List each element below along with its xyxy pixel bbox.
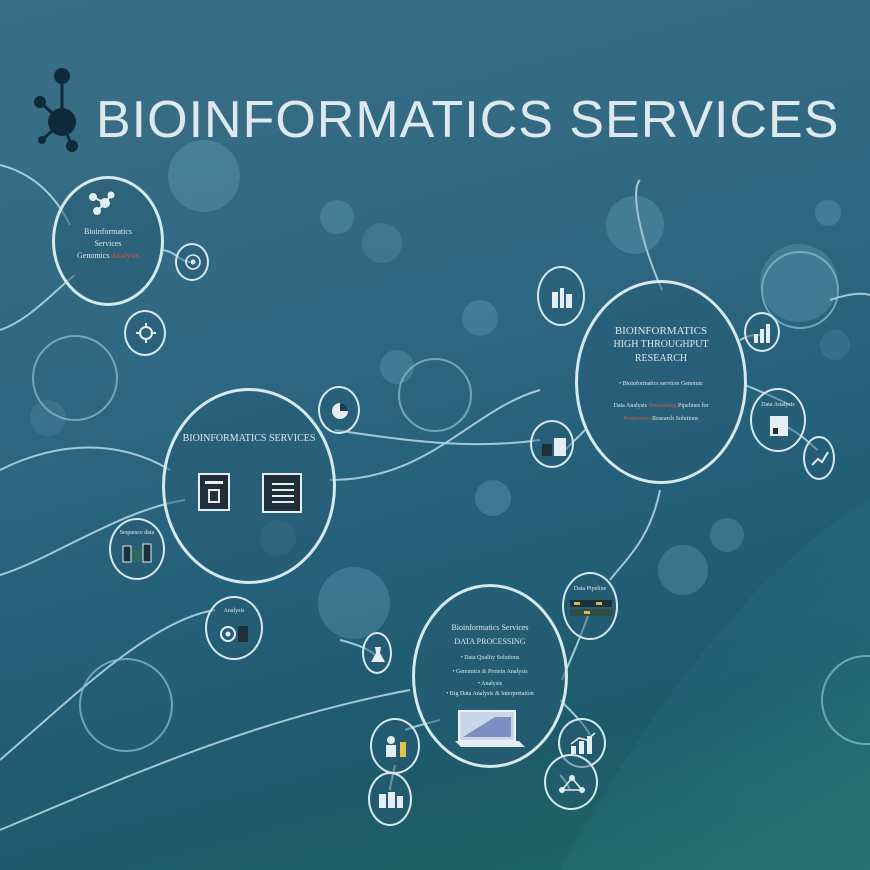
circle-bottom-bullet4: • Big Data Analysis & Interpretation <box>446 691 534 697</box>
circle-right-line1: BIOINFORMATICS <box>614 325 708 337</box>
circle-top-left-line2: Services <box>94 239 122 248</box>
soft-bubble <box>362 223 402 263</box>
laptop-screen-icon <box>455 710 525 747</box>
connector-line <box>334 429 541 446</box>
device-tiles-icon <box>542 438 566 456</box>
background-wave <box>560 500 870 870</box>
outline-bubble <box>79 658 173 752</box>
small-node-analysis[interactable]: Analysis <box>205 596 263 660</box>
small-label-right-upper: Data Analysis <box>761 402 795 408</box>
connector-line <box>609 489 661 581</box>
soft-bubble <box>760 244 838 322</box>
small-node-devices[interactable] <box>530 420 574 468</box>
small-label-bottom-right: Data Pipeline <box>573 586 607 592</box>
document-list-icon <box>262 473 302 513</box>
circle-right-bullet2: Data Analysis Sequencing Pipelines for <box>578 403 744 409</box>
small-node-sequence[interactable]: Sequence data <box>109 518 165 580</box>
document-seven-icon <box>198 473 230 511</box>
small-node-brain[interactable] <box>124 310 166 356</box>
connector-line <box>0 689 411 831</box>
network-nodes-icon <box>89 191 115 215</box>
outline-bubble <box>32 335 118 421</box>
soft-bubble <box>606 196 664 254</box>
soft-bubble <box>168 140 240 212</box>
connector-line <box>0 609 216 761</box>
small-node-workflow[interactable] <box>544 754 598 810</box>
circle-bottom-line1: Bioinformatics Services <box>451 623 529 632</box>
badge-icon <box>185 254 201 270</box>
connector-line <box>635 179 663 291</box>
circle-right[interactable]: BIOINFORMATICS HIGH THROUGHPUT RESEARCH … <box>575 280 747 484</box>
circle-right-bullet2-suffix: Pipelines for <box>678 403 709 409</box>
circle-center-left[interactable]: BIOINFORMATICS SERVICES <box>162 388 336 584</box>
soft-bubble <box>475 480 511 516</box>
small-node-trend[interactable] <box>803 436 835 480</box>
circle-right-bullet2-prefix: Data Analysis <box>613 403 648 409</box>
molecule-network-icon <box>34 68 78 152</box>
circle-top-left-line3: Genomics Analysis <box>55 251 161 260</box>
outline-bubble <box>821 655 870 745</box>
trend-icon <box>811 451 829 466</box>
small-node-lab[interactable] <box>362 632 392 674</box>
circle-right-bullet2-highlight: Sequencing <box>648 403 677 409</box>
workflow-icon <box>559 775 585 793</box>
circle-right-bullet3-suffix: Research Solutions <box>652 416 699 422</box>
circle-top-left[interactable]: Bioinformatics Services Genomics Analysi… <box>52 176 164 306</box>
small-label-left-low: Analysis <box>223 608 245 614</box>
circle-bottom[interactable]: Bioinformatics Services DATA PROCESSING … <box>412 584 568 768</box>
circle-bottom-bullet2: • Genomics & Protein Analysis <box>452 669 528 675</box>
soft-bubble <box>658 545 708 595</box>
small-node-seal[interactable] <box>175 243 209 281</box>
circle-top-left-highlight: Analysis <box>111 251 139 260</box>
growth-chart-icon <box>570 732 596 754</box>
circle-bottom-bullet3: • Analysis <box>477 681 503 687</box>
circle-right-line2: HIGH THROUGHPUT <box>613 339 709 350</box>
bar-chart-icon <box>754 324 770 343</box>
connector-line <box>0 446 171 471</box>
soft-bubble <box>318 567 390 639</box>
outline-bubble <box>761 251 839 329</box>
small-node-pipeline[interactable]: Data Pipeline <box>562 572 618 640</box>
circle-right-bullet3-highlight: Proteomics <box>623 416 651 422</box>
flask-icon <box>371 647 385 662</box>
small-node-document[interactable]: Data Analysis <box>750 388 806 452</box>
connector-line <box>829 292 870 301</box>
report-icon <box>770 416 788 436</box>
soft-bubble <box>462 300 498 336</box>
circle-bottom-bullet1: • Data Quality Solutions <box>460 655 520 661</box>
small-node-files[interactable] <box>368 772 412 826</box>
target-document-icon <box>220 626 248 642</box>
small-node-chart[interactable] <box>318 386 360 434</box>
small-node-bars[interactable] <box>744 312 780 352</box>
soft-bubble <box>380 350 414 384</box>
soft-bubble <box>30 400 66 436</box>
connector-line <box>0 274 76 331</box>
bar-tiles-icon <box>122 543 152 563</box>
data-strip-icon <box>570 600 612 616</box>
connector-line <box>329 389 541 481</box>
gear-icon <box>136 323 156 343</box>
soft-bubble <box>710 518 744 552</box>
files-icon <box>379 792 403 808</box>
connector-line <box>0 499 186 576</box>
soft-bubble <box>820 330 850 360</box>
circle-right-bullet1: • Bioinformatics services Genomic <box>619 381 703 387</box>
researcher-icon <box>386 736 406 757</box>
soft-bubble <box>815 200 841 226</box>
page-title: BIOINFORMATICS SERVICES <box>96 91 840 149</box>
lab-equipment-icon <box>552 288 572 308</box>
soft-bubble <box>320 200 354 234</box>
small-label-left-mid: Sequence data <box>119 530 155 536</box>
circle-right-line3: RESEARCH <box>634 353 688 364</box>
circle-top-left-line1: Bioinformatics <box>84 227 132 236</box>
circle-bottom-line2: DATA PROCESSING <box>454 637 526 646</box>
circle-center-left-heading: BIOINFORMATICS SERVICES <box>182 433 316 444</box>
pie-chart-icon <box>332 403 348 419</box>
small-node-microscope[interactable] <box>537 266 585 326</box>
circle-right-bullet3: Proteomics Research Solutions <box>578 416 744 422</box>
circle-top-left-line3-text: Genomics <box>77 251 110 260</box>
small-node-scientist[interactable] <box>370 718 420 774</box>
outline-bubble <box>398 358 472 432</box>
